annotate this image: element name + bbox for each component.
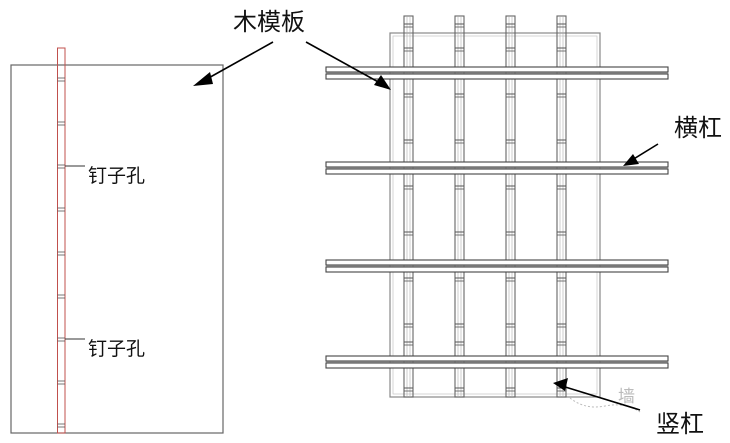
arrowhead-side-panel	[193, 72, 213, 86]
arrow-to-vertical-bar	[561, 385, 641, 411]
panel-inner-edge	[392, 35, 598, 395]
nail-hole-label-upper: 钉子孔	[88, 165, 145, 187]
horizontal-bar	[325, 66, 669, 80]
wood-formwork-label: 木模板	[233, 8, 305, 36]
vertical-stud	[505, 15, 516, 398]
horizontal-bar	[325, 355, 669, 369]
arrow-to-side-panel	[204, 41, 274, 81]
wall-mark: 墙	[618, 387, 635, 407]
vertical-bar-label: 竖杠	[656, 410, 704, 438]
arrowhead-front-panel	[374, 75, 391, 90]
arrowhead-vertical-bar	[553, 378, 568, 391]
front-view: 墙	[325, 15, 669, 413]
notches	[57, 77, 65, 428]
arrow-to-horizontal-bar	[631, 143, 659, 161]
red-strip	[57, 47, 66, 434]
wall-sketch-line	[569, 397, 641, 413]
vertical-stud	[454, 15, 465, 398]
edge-strip	[57, 47, 66, 434]
horizontal-bar	[325, 259, 669, 273]
arrowhead-horizontal-bar	[623, 154, 639, 166]
wood-panel-side	[10, 64, 224, 434]
wood-panel-front	[389, 32, 601, 398]
horizontal-bar	[325, 161, 669, 175]
horizontal-bar-label: 横杠	[674, 114, 722, 142]
horizontal-bars	[325, 66, 669, 369]
nail-hole-label-lower: 钉子孔	[88, 338, 145, 360]
arrow-to-front-panel	[305, 41, 383, 85]
side-view: 钉子孔 钉子孔	[10, 47, 224, 434]
